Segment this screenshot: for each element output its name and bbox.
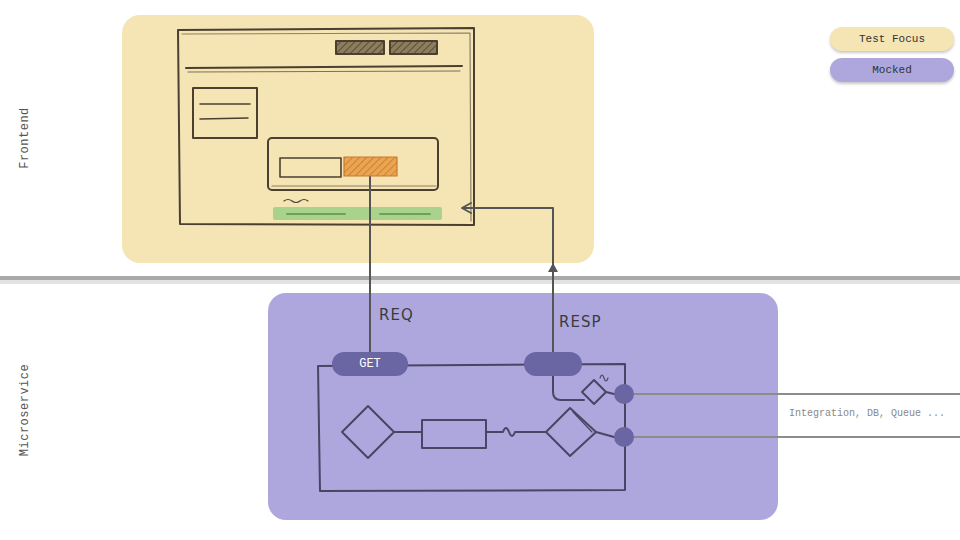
flow-line [606,392,614,394]
legend-swatch: Mocked [830,58,954,82]
legend-label: Mocked [830,58,954,82]
response-branch [553,376,584,400]
nav-button [336,41,384,54]
decision-diamond [342,406,394,458]
header-line [186,66,462,68]
legend-swatch: Test Focus [830,27,954,51]
connector [370,263,371,352]
flow-line [486,428,546,436]
divider-line [0,276,960,280]
header-line [188,71,460,72]
request-line [369,177,371,263]
response-line [552,293,554,352]
sidebar-line [200,118,248,119]
integration-note: Integration, DB, Queue ... [789,408,945,419]
flow-label: RESP [559,313,601,331]
input-field [280,158,341,177]
endpoint-pill: GET [332,352,408,376]
connector [548,263,558,293]
diamond-shade [573,412,592,432]
squiggle [600,375,608,381]
divider-shadow [0,280,960,284]
browser-sketch [178,28,474,225]
flow-line [596,432,614,437]
section-label: Microservice [18,364,32,456]
flow-line [394,431,422,433]
arrowhead [548,263,558,272]
flow-lines [370,177,553,352]
port-dot [614,384,634,404]
window-frame [178,28,474,225]
integration-wires [634,394,960,437]
response-arrowhead [462,203,471,213]
window-frame-inner [182,33,471,221]
flow-label: REQ [379,306,414,324]
endpoint-label: GET [332,352,408,376]
result-bar [273,207,442,220]
service-frame [318,364,625,491]
decision-diamond [546,408,596,456]
connector-line [552,263,554,293]
submit-button [344,157,397,176]
response-pill [524,352,582,376]
form-box-inner [272,185,436,186]
response-line [463,208,553,263]
nav-button [390,41,437,54]
squiggle [284,200,308,203]
form-box [268,138,438,190]
sidebar-box [193,88,257,138]
port-dot [614,427,634,447]
result-bar-lines [287,213,430,215]
decision-diamond [582,380,606,404]
mocked-panel: MicroserviceGET [268,293,778,520]
section-label: Frontend [18,107,32,169]
sidebar-line [200,103,250,105]
connector-line [369,263,371,352]
legend-label: Test Focus [830,27,954,51]
process-box [422,420,486,448]
service-sketch [318,364,625,491]
